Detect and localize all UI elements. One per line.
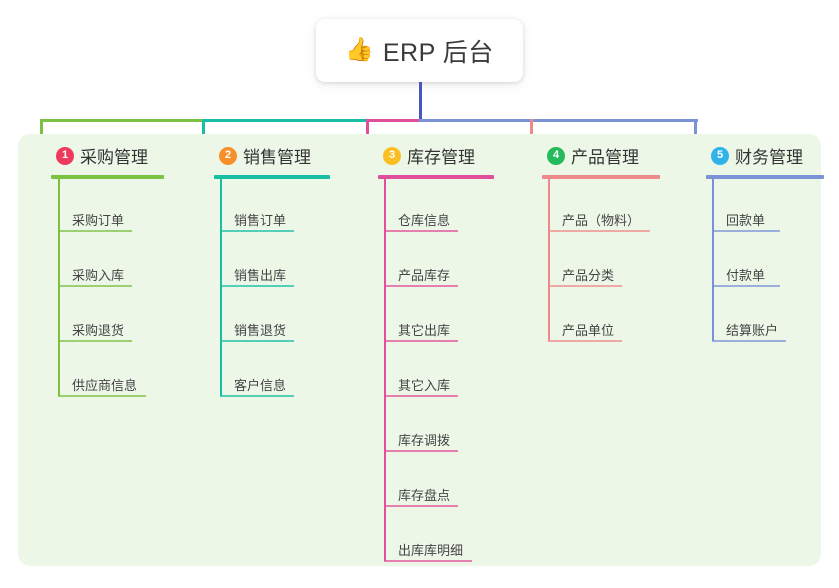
leaf-node-rule [384,340,458,342]
leaf-node-rule [712,340,786,342]
leaf-node-label[interactable]: 销售出库 [234,268,287,283]
branch-header-3[interactable]: 3 库存管理 [383,143,475,168]
leaf-node-rule [384,450,458,452]
branch-title-label: 产品管理 [571,148,639,167]
leaf-node-label[interactable]: 产品单位 [562,323,615,338]
branch-header-rule [378,175,494,179]
thumbs-up-icon: 👍 [345,37,374,63]
leaf-node-label[interactable]: 产品分类 [562,268,615,283]
leaf-node-rule [384,285,458,287]
branch-header-rule [214,175,330,179]
leaf-node-label[interactable]: 客户信息 [234,378,287,393]
leaf-node-label[interactable]: 销售退货 [234,323,287,338]
bus-segment-3 [366,119,421,122]
leaf-node-rule [58,340,132,342]
leaf-node-rule [384,560,472,562]
leaf-node-rule [220,340,294,342]
leaf-node-label[interactable]: 库存调拨 [398,433,451,448]
root-node-label: ERP 后台 [382,38,494,67]
leaf-node-rule [220,230,294,232]
bus-segment-1 [40,119,204,122]
leaf-node-rule [712,285,780,287]
branch-header-rule [51,175,164,179]
branch-trunk-line [548,177,550,341]
leaf-node-label[interactable]: 其它入库 [398,378,451,393]
leaf-node-rule [384,230,458,232]
leaf-node-label[interactable]: 库存盘点 [398,488,451,503]
leaf-node-rule [548,230,650,232]
branch-header-rule [542,175,660,179]
leaf-node-label[interactable]: 销售订单 [234,213,287,228]
bus-segment-2 [202,119,368,122]
branch-title-label: 采购管理 [80,148,148,167]
bus-segment-4 [419,119,698,122]
branch-number-badge: 1 [56,146,74,165]
branch-header-5[interactable]: 5 财务管理 [711,143,803,168]
branch-panel: 1 采购管理采购订单采购入库采购退货供应商信息 2 销售管理销售订单销售出库销售退货客… [18,134,824,566]
branch-title-label: 销售管理 [243,148,311,167]
root-node-content: 👍 ERP 后台 [345,33,494,69]
leaf-node-label[interactable]: 产品（物料） [562,213,641,228]
leaf-node-rule [548,340,622,342]
root-stem-line [419,82,422,122]
leaf-node-rule [712,230,780,232]
branch-header-2[interactable]: 2 销售管理 [219,143,311,168]
leaf-node-label[interactable]: 采购订单 [72,213,125,228]
leaf-node-rule [384,505,458,507]
leaf-node-label[interactable]: 结算账户 [726,323,779,338]
branch-header-1[interactable]: 1 采购管理 [56,143,148,168]
branch-header-4[interactable]: 4 产品管理 [547,143,639,168]
leaf-node-rule [58,285,132,287]
leaf-node-label[interactable]: 仓库信息 [398,213,451,228]
branch-number-badge: 2 [219,146,237,165]
leaf-node-label[interactable]: 其它出库 [398,323,451,338]
leaf-node-rule [384,395,458,397]
leaf-node-label[interactable]: 产品库存 [398,268,451,283]
leaf-node-label[interactable]: 出库库明细 [398,543,464,558]
branch-title-label: 库存管理 [407,148,475,167]
leaf-node-rule [220,395,294,397]
branch-trunk-line [384,177,386,561]
leaf-node-rule [58,395,146,397]
leaf-node-label[interactable]: 采购退货 [72,323,125,338]
branch-number-badge: 5 [711,146,729,165]
leaf-node-label[interactable]: 付款单 [726,268,766,283]
leaf-node-rule [548,285,622,287]
branch-header-rule [706,175,824,179]
branch-title-label: 财务管理 [735,148,803,167]
branch-number-badge: 3 [383,146,401,165]
root-node[interactable]: 👍 ERP 后台 [316,19,523,82]
leaf-node-label[interactable]: 供应商信息 [72,378,138,393]
leaf-node-rule [58,230,132,232]
branch-number-badge: 4 [547,146,565,165]
leaf-node-label[interactable]: 回款单 [726,213,766,228]
branch-trunk-line [712,177,714,341]
leaf-node-rule [220,285,294,287]
leaf-node-label[interactable]: 采购入库 [72,268,125,283]
